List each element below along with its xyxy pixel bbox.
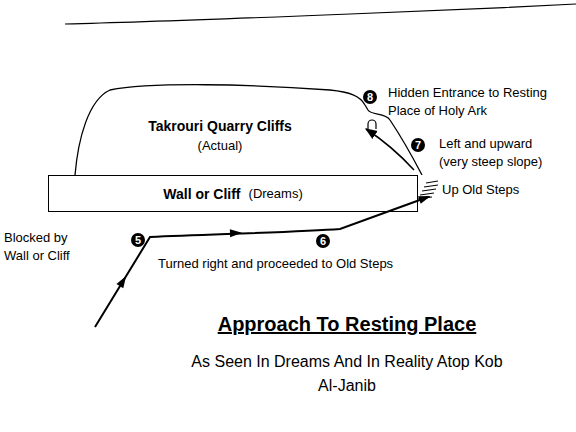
cliff-edge bbox=[75, 85, 422, 175]
node-heading: Takrouri Quarry Cliffs bbox=[148, 116, 292, 136]
callout-number: 7 bbox=[411, 138, 425, 152]
node-subtext: (Dreams) bbox=[249, 186, 303, 201]
diagram-caption: As Seen In Dreams And In Reality Atop Ko… bbox=[182, 350, 512, 398]
note-text: Turned right and proceeded to Old Steps bbox=[158, 255, 478, 273]
note-text: Hidden Entrance to Resting Place of Holy… bbox=[388, 84, 548, 120]
callout-number: 5 bbox=[131, 233, 145, 247]
callout-number: 8 bbox=[363, 90, 377, 104]
node-subtext: (Actual) bbox=[198, 136, 243, 156]
hidden-entrance bbox=[368, 120, 376, 129]
note-text: Left and upward (very steep slope) bbox=[439, 135, 563, 171]
node-heading: Wall or Cliff bbox=[163, 186, 240, 202]
ridge-line bbox=[65, 4, 576, 24]
route-arrowhead bbox=[116, 274, 129, 288]
old-steps bbox=[418, 181, 438, 199]
note-text: Blocked by Wall or Cliff bbox=[4, 229, 92, 265]
route-arrowhead bbox=[230, 229, 242, 237]
callout-number: 6 bbox=[316, 234, 330, 248]
note-text: Up Old Steps bbox=[442, 181, 572, 199]
steep-arrow bbox=[366, 129, 414, 170]
wall-box: Wall or Cliff (Dreams) bbox=[48, 175, 418, 212]
diagram-title: Approach To Resting Place bbox=[147, 313, 547, 336]
